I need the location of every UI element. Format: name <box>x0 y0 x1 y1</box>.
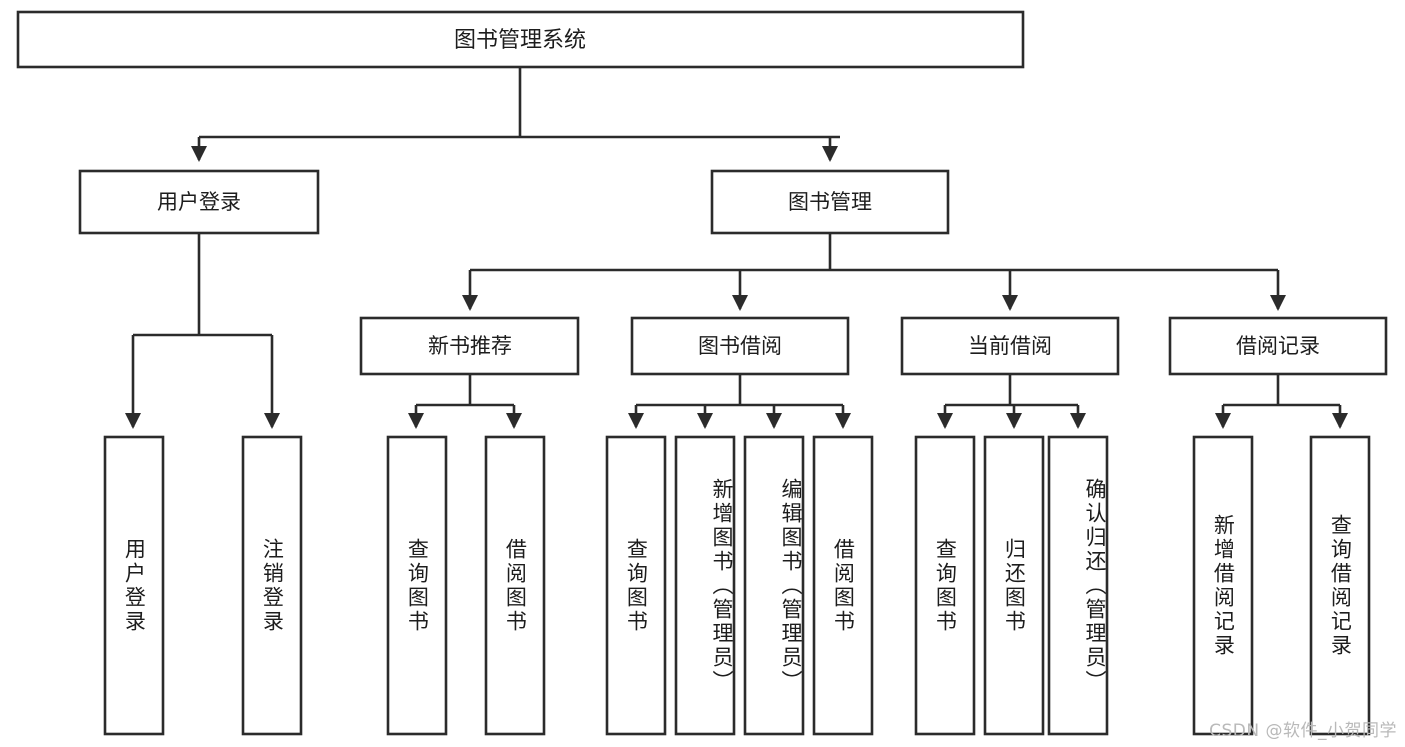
node-book-borrow-label: 图书借阅 <box>698 334 782 358</box>
node-leaf-add-book[interactable] <box>674 435 736 736</box>
node-current-borrow-label: 当前借阅 <box>968 334 1052 358</box>
node-root-label: 图书管理系统 <box>454 28 586 53</box>
node-leaf-add-record[interactable] <box>1192 435 1254 736</box>
connector-current-borrow-to-leaves <box>936 374 1087 430</box>
watermark: CSDN @软件_小贺同学 <box>1209 721 1397 741</box>
node-user-login-label: 用户登录 <box>157 190 241 214</box>
node-leaf-borrow-book-1[interactable] <box>484 435 546 736</box>
node-leaf-borrow-book-2[interactable] <box>812 435 874 736</box>
node-root[interactable]: 图书管理系统 <box>16 10 1025 69</box>
node-leaf-query-book-3[interactable] <box>914 435 976 736</box>
node-borrow-record-label: 借阅记录 <box>1236 334 1320 358</box>
connector-root-to-level2 <box>190 67 840 163</box>
node-new-book-recommend-label: 新书推荐 <box>428 334 512 358</box>
connector-book-manage-to-level3 <box>461 233 1287 312</box>
node-leaf-logout-login[interactable] <box>241 435 303 736</box>
node-leaf-query-book-1[interactable] <box>386 435 448 736</box>
node-leaf-query-book-2[interactable] <box>605 435 667 736</box>
node-leaf-edit-book[interactable] <box>743 435 805 736</box>
node-leaf-user-login[interactable] <box>103 435 165 736</box>
node-new-book-recommend[interactable]: 新书推荐 <box>359 316 580 376</box>
node-book-manage[interactable]: 图书管理 <box>710 169 950 235</box>
connector-user-login-to-leaves <box>124 233 281 430</box>
node-leaf-confirm-return[interactable] <box>1047 435 1109 736</box>
node-current-borrow[interactable]: 当前借阅 <box>900 316 1120 376</box>
node-borrow-record[interactable]: 借阅记录 <box>1168 316 1388 376</box>
leaf-boxes <box>103 435 1371 736</box>
node-book-borrow[interactable]: 图书借阅 <box>630 316 850 376</box>
connector-borrow-record-to-leaves <box>1214 374 1349 430</box>
node-leaf-return-book[interactable] <box>983 435 1045 736</box>
node-book-manage-label: 图书管理 <box>788 190 872 214</box>
connector-book-borrow-to-leaves <box>627 374 852 430</box>
node-leaf-query-record[interactable] <box>1309 435 1371 736</box>
connector-new-book-recommend-to-leaves <box>407 374 523 430</box>
node-user-login[interactable]: 用户登录 <box>78 169 320 235</box>
